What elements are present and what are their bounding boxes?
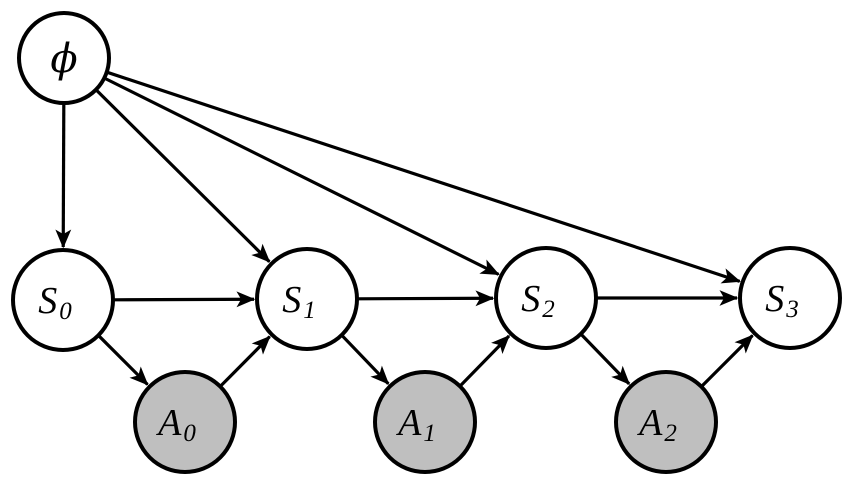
node-label-a1: A1 <box>395 402 436 447</box>
node-a1[interactable]: A1 <box>373 370 477 474</box>
edge-s1-to-s2 <box>357 290 495 307</box>
edges-layer <box>55 70 754 388</box>
node-circle-s1[interactable] <box>255 247 359 351</box>
node-circle-s2[interactable] <box>494 246 598 350</box>
edge-phi-to-s0 <box>55 103 72 249</box>
edge-phi-to-s1 <box>95 89 271 263</box>
edge-s0-to-a0 <box>97 334 149 386</box>
edge-phi-to-s2 <box>104 77 500 276</box>
node-phi[interactable]: ϕ <box>17 11 111 105</box>
edge-s0-to-s1 <box>113 291 256 308</box>
node-circle-s3[interactable] <box>738 246 842 350</box>
edge-s1-to-a1 <box>341 334 390 385</box>
node-label-a0: A0 <box>155 402 196 447</box>
node-circle-a0[interactable] <box>133 370 237 474</box>
node-a0[interactable]: A0 <box>133 370 237 474</box>
node-label-s3: S3 <box>765 278 799 323</box>
node-circle-a1[interactable] <box>373 370 477 474</box>
node-s0[interactable]: S0 <box>11 248 115 352</box>
node-a2[interactable]: A2 <box>614 370 718 474</box>
node-circle-a2[interactable] <box>614 370 718 474</box>
node-s1[interactable]: S1 <box>255 247 359 351</box>
edge-a1-to-s2 <box>459 334 511 387</box>
node-s2[interactable]: S2 <box>494 246 598 350</box>
edge-phi-to-s3 <box>107 70 741 284</box>
node-s3[interactable]: S3 <box>738 246 842 350</box>
node-label-phi: ϕ <box>50 36 77 82</box>
edge-a0-to-s1 <box>219 335 271 387</box>
edge-s2-to-a2 <box>580 333 631 386</box>
node-label-s1: S1 <box>282 279 316 324</box>
node-label-a2: A2 <box>636 402 677 447</box>
node-label-s0: S0 <box>38 280 72 325</box>
edge-a2-to-s3 <box>700 334 754 388</box>
node-label-s2: S2 <box>521 278 555 323</box>
node-circle-s0[interactable] <box>11 248 115 352</box>
node-circle-phi[interactable] <box>17 11 111 105</box>
